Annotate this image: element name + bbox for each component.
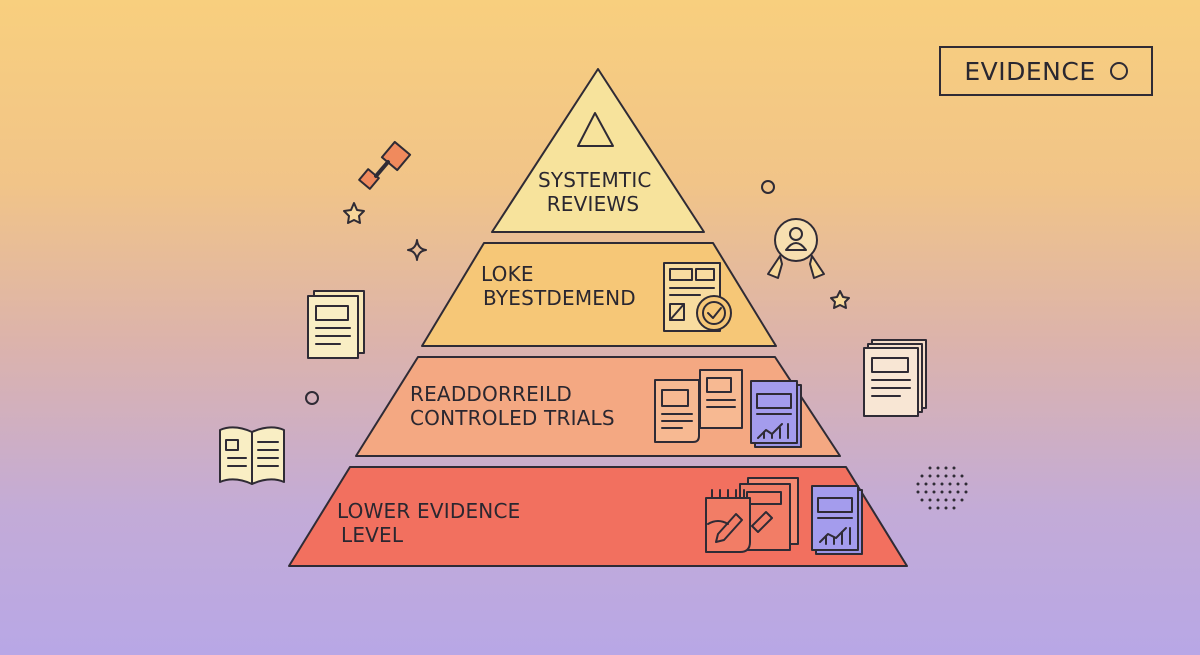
tier-1-label: SYSTEMTIC REVIEWS — [538, 168, 652, 216]
document-icon — [307, 290, 365, 359]
pyramid-tier-1 — [491, 68, 705, 233]
report-chart-icon — [750, 380, 802, 448]
evidence-badge-label: EVIDENCE — [964, 56, 1096, 86]
sparkle-icon — [407, 239, 427, 261]
tier-3-line1: READDORREILD — [410, 382, 573, 406]
pyramid-apex-triangle-icon — [577, 112, 614, 147]
open-book-icon — [219, 426, 285, 485]
tier-4-line1: LOWER EVIDENCE — [337, 499, 521, 523]
dot-icon-2 — [761, 180, 775, 194]
tier-2-line1: LOKE — [481, 262, 534, 286]
tier-1-line2: REVIEWS — [546, 192, 640, 216]
star-icon — [343, 202, 365, 224]
dumbbell-icon — [358, 140, 412, 190]
report-chart-icon-2 — [811, 485, 863, 555]
tier-3-line2: CONTROLED TRIALS — [410, 406, 615, 430]
award-ribbon-icon — [767, 218, 825, 279]
documents-icon — [654, 369, 743, 443]
stacked-documents-icon — [863, 339, 927, 417]
dot-grid-pattern — [916, 466, 968, 510]
tier-2-label: LOKE BYESTDEMEND — [481, 262, 636, 310]
tier-4-line2: LEVEL — [341, 523, 404, 547]
tier-2-line2: BYESTDEMEND — [483, 286, 636, 310]
tier-4-label: LOWER EVIDENCE LEVEL — [337, 499, 520, 547]
evidence-badge: EVIDENCE — [939, 46, 1153, 96]
star-icon-2 — [830, 290, 850, 309]
tier-3-label: READDORREILD CONTROLED TRIALS — [410, 382, 615, 430]
circle-icon — [1109, 62, 1128, 80]
certificate-check-icon — [663, 262, 732, 332]
dot-icon — [305, 391, 319, 405]
research-documents-icon — [705, 477, 799, 553]
tier-1-line1: SYSTEMTIC — [538, 168, 652, 192]
